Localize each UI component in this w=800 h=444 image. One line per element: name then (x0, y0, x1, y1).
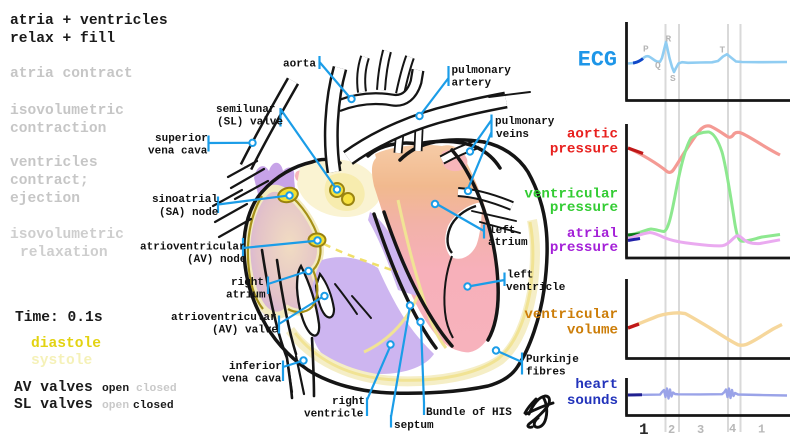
svg-text:systole: systole (31, 353, 93, 369)
svg-text:superior: superior (155, 133, 208, 145)
svg-text:closed: closed (136, 383, 177, 395)
svg-text:(AV) node: (AV) node (187, 254, 247, 266)
svg-text:relaxation: relaxation (20, 245, 108, 261)
svg-text:(SA) node: (SA) node (159, 207, 219, 219)
svg-text:P: P (643, 44, 649, 55)
svg-text:ventricle: ventricle (506, 282, 566, 294)
svg-text:isovolumetric: isovolumetric (10, 227, 124, 243)
svg-text:inferior: inferior (229, 361, 282, 373)
svg-text:fibres: fibres (526, 367, 566, 379)
svg-text:3: 3 (697, 423, 704, 437)
svg-text:ventricular: ventricular (524, 187, 618, 203)
svg-text:atria + ventricles: atria + ventricles (10, 13, 168, 29)
svg-text:1: 1 (639, 421, 649, 439)
svg-text:1: 1 (758, 423, 765, 437)
svg-text:aorta: aorta (283, 59, 316, 71)
svg-text:(AV) valve: (AV) valve (212, 325, 278, 337)
svg-text:vena cava: vena cava (222, 374, 282, 386)
svg-text:left: left (489, 225, 515, 237)
svg-text:artery: artery (452, 78, 492, 90)
svg-text:Time: 0.1s: Time: 0.1s (15, 310, 103, 326)
svg-text:open: open (102, 400, 129, 412)
svg-text:pulmonary: pulmonary (452, 65, 512, 77)
svg-text:ventricular: ventricular (524, 307, 618, 323)
svg-text:open: open (102, 383, 129, 395)
svg-text:ventricle: ventricle (304, 409, 364, 421)
svg-text:sounds: sounds (567, 393, 618, 409)
svg-text:T: T (720, 45, 726, 56)
svg-text:sinoatrial: sinoatrial (152, 194, 218, 206)
svg-text:closed: closed (133, 400, 174, 412)
svg-text:Q: Q (655, 60, 661, 71)
svg-text:ventricles: ventricles (10, 155, 98, 171)
svg-text:S: S (670, 73, 676, 84)
svg-text:semilunar: semilunar (216, 104, 275, 116)
svg-text:ECG: ECG (578, 48, 617, 73)
svg-text:aortic: aortic (567, 127, 618, 143)
svg-text:left: left (507, 270, 533, 282)
svg-text:R: R (666, 34, 672, 45)
svg-text:atria contract: atria contract (10, 66, 133, 82)
svg-text:veins: veins (496, 129, 529, 141)
svg-text:pressure: pressure (550, 142, 618, 158)
svg-text:contraction: contraction (10, 121, 106, 137)
svg-text:isovolumetric: isovolumetric (10, 103, 124, 119)
svg-text:atrium: atrium (226, 290, 266, 302)
svg-text:right: right (231, 277, 264, 289)
svg-text:atrium: atrium (488, 237, 528, 249)
svg-text:septum: septum (394, 420, 434, 432)
svg-text:AV valves: AV valves (14, 380, 93, 396)
svg-text:atrioventricular: atrioventricular (140, 242, 246, 254)
svg-text:Bundle of HIS: Bundle of HIS (426, 407, 512, 419)
svg-text:heart: heart (575, 377, 618, 393)
svg-text:volume: volume (567, 323, 618, 339)
svg-text:Purkinje: Purkinje (526, 354, 579, 366)
svg-text:(SL) valve: (SL) valve (217, 117, 283, 129)
svg-text:pressure: pressure (550, 240, 618, 256)
svg-text:2: 2 (668, 423, 675, 437)
svg-text:vena cava: vena cava (148, 146, 208, 158)
svg-text:pressure: pressure (550, 200, 618, 216)
svg-text:SL valves: SL valves (14, 397, 93, 413)
svg-text:contract;: contract; (10, 173, 89, 189)
svg-text:diastole: diastole (31, 336, 101, 352)
svg-text:4: 4 (729, 422, 736, 436)
svg-text:right: right (332, 396, 365, 408)
svg-text:pulmonary: pulmonary (495, 116, 555, 128)
svg-text:atrioventricular: atrioventricular (171, 312, 277, 324)
svg-text:atrial: atrial (567, 226, 618, 242)
svg-text:ejection: ejection (10, 191, 80, 207)
svg-text:relax + fill: relax + fill (10, 31, 115, 47)
